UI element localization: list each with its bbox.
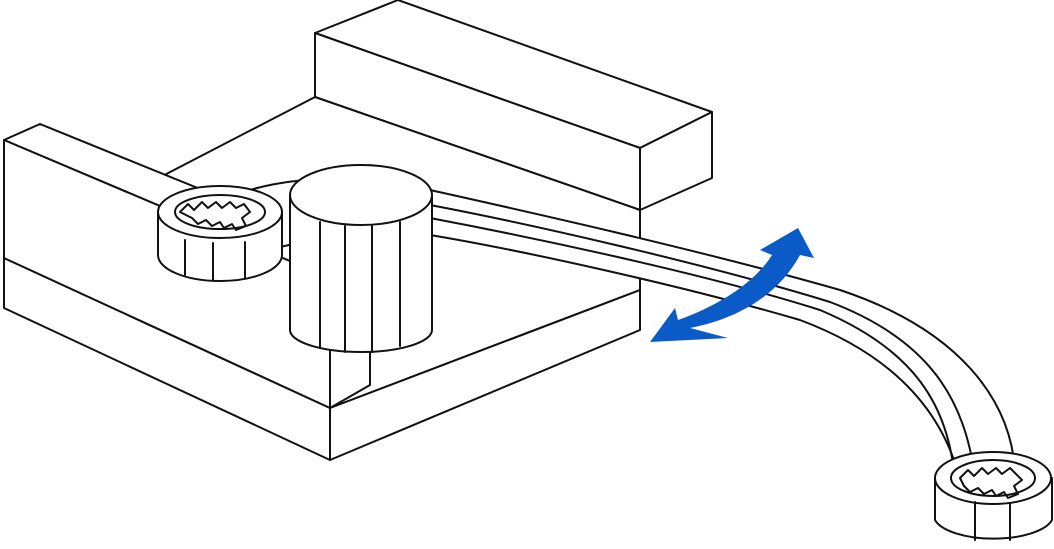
back-block [314, 0, 713, 211]
left-socket [157, 185, 283, 282]
cylinder-post [289, 164, 433, 353]
right-socket [934, 451, 1053, 541]
double-headed-curved-arrow-icon [650, 228, 814, 342]
